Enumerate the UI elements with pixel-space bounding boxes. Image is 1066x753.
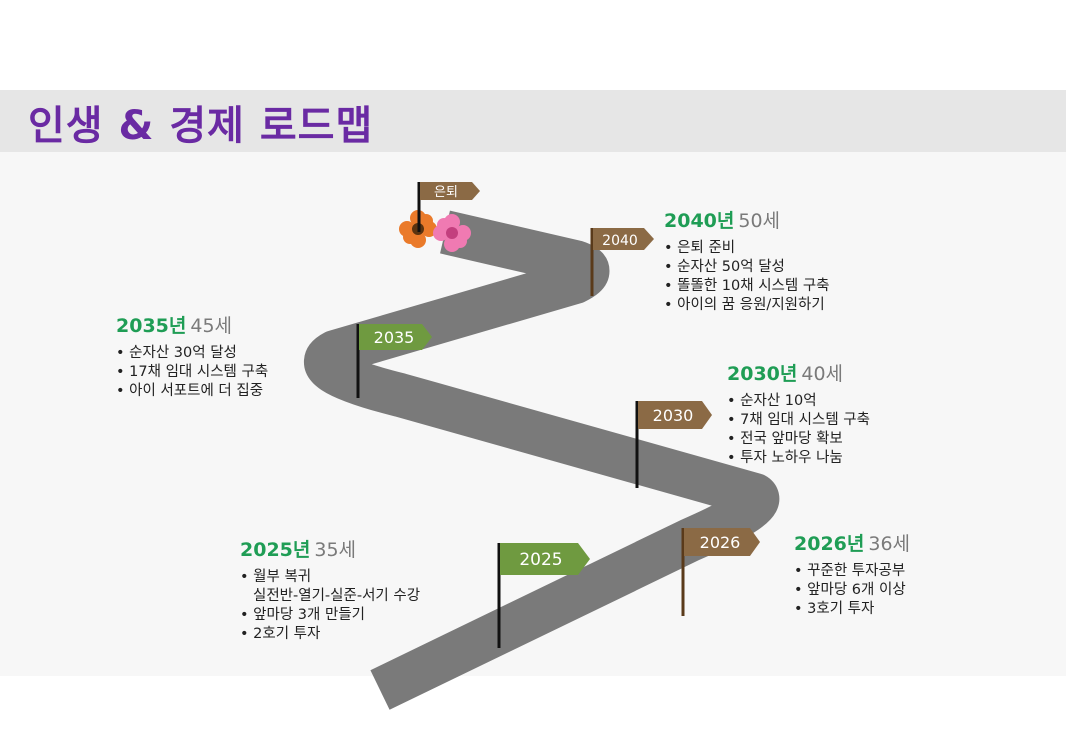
milestone-2035-year: 2035년	[116, 315, 187, 337]
flag-2040: 2040	[590, 228, 654, 296]
list-item: 2호기 투자	[240, 625, 420, 644]
page-title: 인생 & 경제 로드맵	[28, 103, 374, 149]
flag-2025: 2025	[497, 543, 590, 648]
flag-2030: 2030	[635, 401, 712, 488]
milestone-2040-list: 은퇴 준비 순자산 50억 달성 똘똘한 10채 시스템 구축 아이의 꿈 응원…	[664, 239, 830, 315]
list-item: 실전반-열기-실준-서기 수강	[253, 588, 421, 604]
milestone-2035-list: 순자산 30억 달성 17채 임대 시스템 구축 아이 서포트에 더 집중	[116, 344, 268, 401]
milestone-2026-age: 36세	[868, 533, 911, 555]
flag-2035-label: 2035	[374, 328, 415, 347]
list-item: 아이의 꿈 응원/지원하기	[664, 296, 830, 315]
list-item: 순자산 10억	[727, 392, 870, 411]
flag-2026: 2026	[681, 528, 760, 616]
milestone-2035-age: 45세	[190, 315, 233, 337]
flag-2040-label: 2040	[602, 233, 638, 249]
flag-2025-label: 2025	[519, 550, 562, 570]
list-item: 아이 서포트에 더 집중	[116, 382, 268, 401]
list-item: 꾸준한 투자공부	[794, 562, 910, 581]
list-item: 순자산 30억 달성	[116, 344, 268, 363]
list-item: 앞마당 3개 만들기	[240, 606, 420, 625]
list-item: 투자 노하우 나눔	[727, 449, 870, 468]
milestone-2025-list: 월부 복귀 실전반-열기-실준-서기 수강 앞마당 3개 만들기 2호기 투자	[240, 568, 420, 644]
list-item: 3호기 투자	[794, 600, 910, 619]
list-item: 은퇴 준비	[664, 239, 830, 258]
title-band	[0, 90, 1066, 152]
list-item: 앞마당 6개 이상	[794, 581, 910, 600]
milestone-2040-age: 50세	[738, 210, 781, 232]
list-item: 월부 복귀	[240, 568, 420, 587]
milestone-2025-year: 2025년	[240, 539, 311, 561]
flag-2035: 2035	[356, 324, 432, 398]
milestone-2040-year: 2040년	[664, 210, 735, 232]
list-item: 순자산 50억 달성	[664, 258, 830, 277]
milestone-2030-age: 40세	[801, 363, 844, 385]
list-item: 똘똘한 10채 시스템 구축	[664, 277, 829, 296]
milestone-2025-age: 35세	[314, 539, 357, 561]
milestone-2030-year: 2030년	[727, 363, 798, 385]
road	[304, 210, 780, 710]
list-item: 17채 임대 시스템 구축	[116, 363, 268, 382]
flag-retire-label: 은퇴	[434, 185, 458, 200]
flag-2026-label: 2026	[700, 533, 741, 552]
milestone-2026-year: 2026년	[794, 533, 865, 555]
milestone-2030-list: 순자산 10억 7채 임대 시스템 구축 전국 앞마당 확보 투자 노하우 나눔	[727, 392, 870, 468]
milestone-2026-list: 꾸준한 투자공부 앞마당 6개 이상 3호기 투자	[794, 562, 910, 619]
flag-2030-label: 2030	[653, 406, 694, 425]
list-item: 7채 임대 시스템 구축	[727, 411, 870, 430]
flag-retire: 은퇴	[417, 182, 480, 232]
list-item: 전국 앞마당 확보	[727, 430, 870, 449]
